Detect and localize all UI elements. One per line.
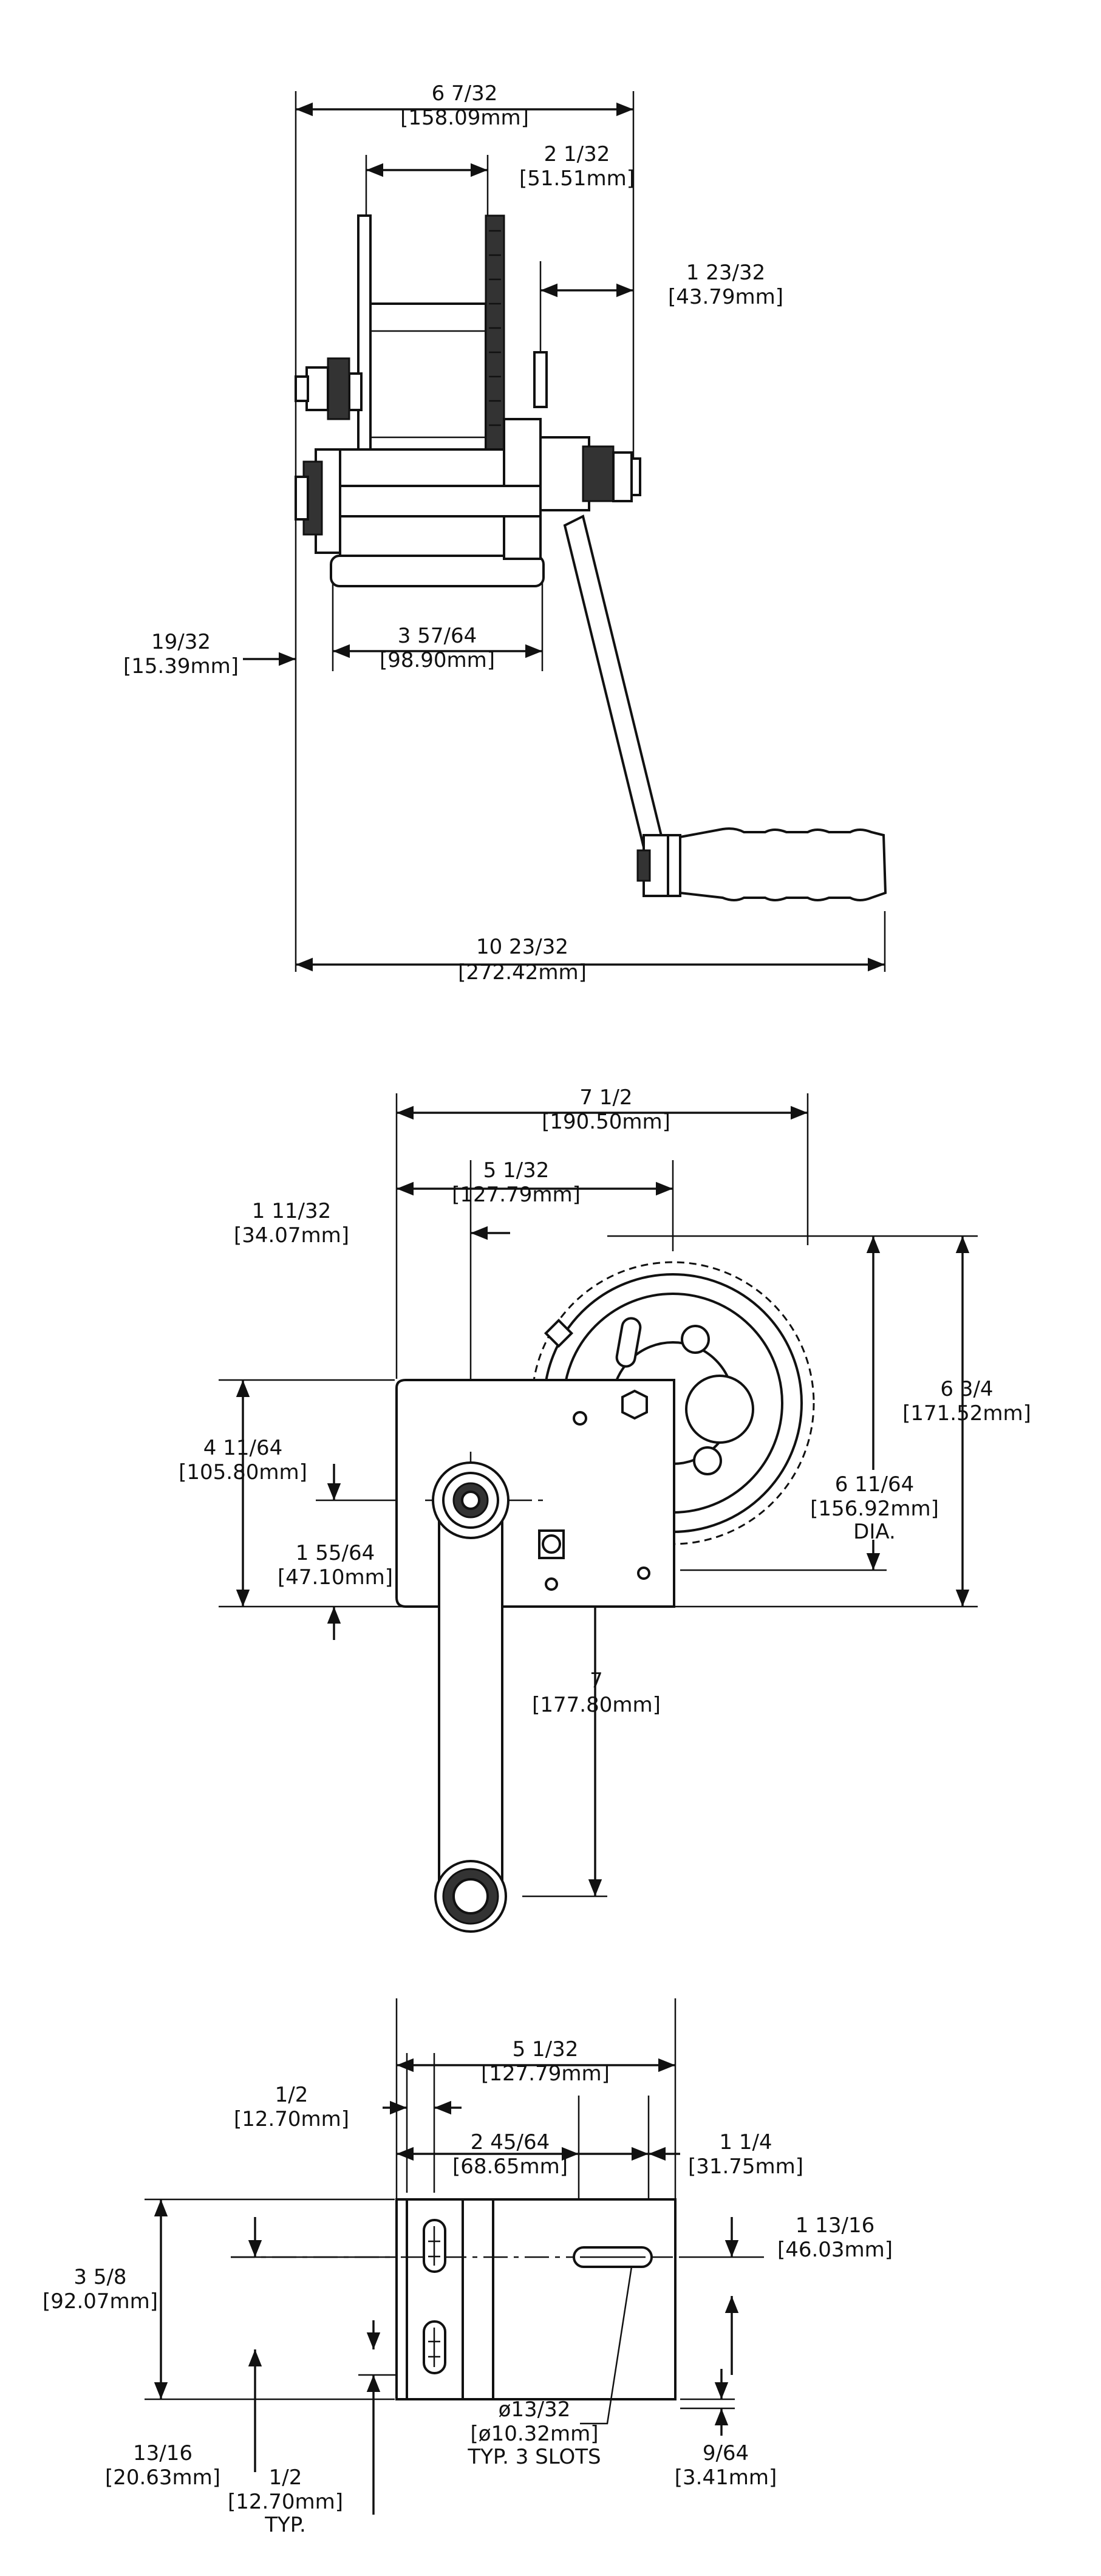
dim-front-height-mm: [171.52mm] <box>902 1401 1031 1426</box>
dim-frame-height-frac: 4 11/64 <box>203 1436 282 1460</box>
dim-overall-width-mm: [158.09mm] <box>400 106 529 130</box>
dim-frame-crank-mm: [34.07mm] <box>234 1223 349 1248</box>
dim-base-width-mm: [127.79mm] <box>481 2062 610 2086</box>
front-view: 7 1/2 [190.50mm] 5 1/32 [127.79mm] 1 11/… <box>179 1085 1031 1933</box>
dim-frame-crank-frac: 1 11/32 <box>252 1199 331 1223</box>
dim-slot-dia-frac: ø13/32 <box>499 2397 571 2422</box>
dim-flange-mm: [3.41mm] <box>675 2465 777 2490</box>
base-plate <box>231 2198 680 2425</box>
dim-drum-width-mm: [51.51mm] <box>519 166 635 191</box>
dim-slot-height-mm: [46.03mm] <box>777 2238 893 2262</box>
dim-right-slot-mm: [31.75mm] <box>688 2154 803 2179</box>
dim-crank-radius-frac: 7 <box>590 1669 603 1693</box>
dim-slot-dia-note: TYP. 3 SLOTS <box>467 2445 601 2469</box>
dim-handle-length-mm: [272.42mm] <box>458 960 587 985</box>
dim-lower-slot-frac: 13/16 <box>133 2441 193 2465</box>
dim-gear-dia-note: DIA. <box>853 1520 896 1544</box>
dim-flange-frac: 9/64 <box>703 2441 749 2465</box>
dim-crank-gear-mm: [127.79mm] <box>452 1183 581 1207</box>
dim-slot-height-frac: 1 13/16 <box>796 2213 874 2238</box>
dim-shaft-offset-mm: [43.79mm] <box>668 285 783 309</box>
dim-front-height-frac: 6 3/4 <box>940 1377 993 1401</box>
dim-base-width-frac: 3 57/64 <box>398 624 477 648</box>
dim-lower-slot-mm: [20.63mm] <box>105 2465 220 2490</box>
dim-drum-width-frac: 2 1/32 <box>544 142 610 166</box>
dim-slot-offset-frac: 1/2 <box>275 2083 308 2107</box>
dim-base-width-mm: [98.90mm] <box>380 648 495 672</box>
dim-front-width-mm: [190.50mm] <box>542 1110 670 1134</box>
dim-nut-offset-frac: 19/32 <box>151 630 211 654</box>
dim-crank-height-mm: [47.10mm] <box>278 1565 393 1590</box>
dim-crank-radius-mm: [177.80mm] <box>532 1693 661 1717</box>
dim-gear-dia-frac: 6 11/64 <box>835 1472 914 1497</box>
dim-slot-spacing-frac: 2 45/64 <box>471 2130 550 2154</box>
base-view: 5 1/32 [127.79mm] 1/2 [12.70mm] 2 45/64 … <box>43 1998 893 2537</box>
dim-nut-offset-mm: [15.39mm] <box>123 654 239 678</box>
dim-crank-height-frac: 1 55/64 <box>296 1541 375 1565</box>
dim-depth-mm: [92.07mm] <box>43 2289 158 2314</box>
dim-handle-length-frac: 10 23/32 <box>476 935 568 959</box>
winch-side-body <box>295 214 641 587</box>
dim-right-slot-frac: 1 1/4 <box>719 2130 772 2154</box>
dim-slot-width-mm: [12.70mm] <box>228 2490 343 2514</box>
dim-frame-height-mm: [105.80mm] <box>179 1460 307 1484</box>
side-view: 6 7/32 [158.09mm] 2 1/32 [51.51mm] 1 23/… <box>123 81 887 985</box>
dim-overall-width-frac: 6 7/32 <box>432 81 498 106</box>
dim-slot-width-frac: 1/2 <box>269 2465 302 2490</box>
dim-slot-dia-mm: [ø10.32mm] <box>471 2422 599 2446</box>
crank-arm-front <box>425 1452 547 1933</box>
dim-front-width-frac: 7 1/2 <box>579 1085 632 1110</box>
dim-base-width-frac: 5 1/32 <box>513 2037 579 2062</box>
dim-crank-gear-frac: 5 1/32 <box>483 1158 550 1183</box>
dim-shaft-offset-frac: 1 23/32 <box>686 261 765 285</box>
crank-handle-side <box>563 514 887 901</box>
dim-slot-spacing-mm: [68.65mm] <box>452 2154 568 2179</box>
dim-gear-dia-mm: [156.92mm] <box>810 1497 939 1521</box>
dim-depth-frac: 3 5/8 <box>73 2265 126 2289</box>
dim-slot-width-note: TYP. <box>264 2513 306 2537</box>
dim-slot-offset-mm: [12.70mm] <box>234 2107 349 2131</box>
